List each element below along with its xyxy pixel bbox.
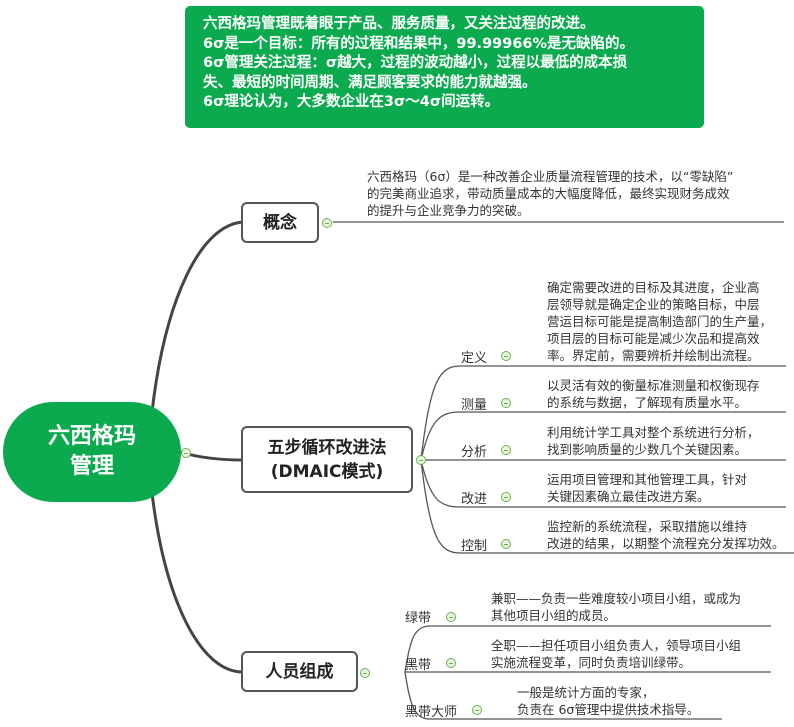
banner-line: 失、最短的时间周期、满足顾客要求的能力就越强。 xyxy=(203,74,537,91)
collapse-minus-icon[interactable] xyxy=(501,398,511,408)
step-control-desc: 监控新的系统流程，采取措施以维持 改进的结果，以期整个流程充分发挥功效。 xyxy=(547,518,785,552)
step-improve-desc: 运用项目管理和其他管理工具，针对 关键因素确立最佳改进方案。 xyxy=(547,471,747,505)
collapse-minus-icon[interactable] xyxy=(501,539,511,549)
role-green-belt-label[interactable]: 绿带 xyxy=(405,611,432,626)
collapse-minus-icon[interactable] xyxy=(501,492,511,502)
step-analyze-desc: 利用统计学工具对整个系统进行分析， 找到影响质量的少数几个关键因素。 xyxy=(547,424,760,458)
collapse-minus-icon[interactable] xyxy=(446,612,456,622)
desc-line: 六西格玛（6σ）是一种改善企业质量流程管理的技术，以“零缺陷” xyxy=(367,169,734,184)
root-title-line1: 六西格玛 xyxy=(47,424,136,449)
desc-line: 负责在 6σ管理中提供技术指导。 xyxy=(517,702,700,717)
branch-dmaic[interactable]: 五步循环改进法 (DMAIC模式) xyxy=(241,426,413,493)
step-measure-desc: 以灵活有效的衡量标准测量和权衡现存 的系统与数据，了解现有质量水平。 xyxy=(547,377,760,411)
desc-line: 一般是统计方面的专家， xyxy=(517,685,655,700)
collapse-minus-icon[interactable] xyxy=(501,351,511,361)
desc-line: 找到影响质量的少数几个关键因素。 xyxy=(547,442,748,457)
step-define-label[interactable]: 定义 xyxy=(461,351,488,366)
desc-line: 率。界定前，需要辨析并绘制出流程。 xyxy=(547,348,760,363)
desc-line: 的系统与数据，了解现有质量水平。 xyxy=(547,395,748,410)
desc-line: 全职——担任项目小组负责人，领导项目小组 xyxy=(491,638,742,653)
desc-line: 的提升与企业竞争力的突破。 xyxy=(367,203,530,218)
desc-line: 实施流程变革，同时负责培训绿带。 xyxy=(491,655,692,670)
role-black-belt-desc: 全职——担任项目小组负责人，领导项目小组 实施流程变革，同时负责培训绿带。 xyxy=(491,637,741,671)
role-master-black-belt-label[interactable]: 黑带大师 xyxy=(405,705,458,720)
desc-line: 关键因素确立最佳改进方案。 xyxy=(547,489,710,504)
collapse-minus-icon[interactable] xyxy=(472,705,482,715)
banner-line: 6σ理论认为，大多数企业在3σ～4σ间运转。 xyxy=(203,94,500,110)
branch-label: 人员组成 xyxy=(265,661,334,682)
desc-line: 确定需要改进的目标及其进度，企业高 xyxy=(547,280,760,295)
banner-line: 6σ是一个目标：所有的过程和结果中，99.99966%是无缺陷的。 xyxy=(203,35,635,52)
role-black-belt-label[interactable]: 黑带 xyxy=(405,658,432,673)
summary-banner: 六西格玛管理既着眼于产品、服务质量，又关注过程的改进。 6σ是一个目标：所有的过… xyxy=(185,6,704,128)
desc-line: 监控新的系统流程，采取措施以维持 xyxy=(547,519,748,534)
branch-concept[interactable]: 概念 xyxy=(241,202,319,243)
desc-line: 层领导就是确定企业的策略目标，中层 xyxy=(547,297,760,312)
branch-label: 概念 xyxy=(263,212,297,233)
branch-label-line2: (DMAIC模式) xyxy=(270,461,384,482)
step-measure-label[interactable]: 测量 xyxy=(461,398,488,413)
desc-line: 利用统计学工具对整个系统进行分析， xyxy=(547,425,760,440)
collapse-minus-icon[interactable] xyxy=(181,448,191,458)
root-node[interactable]: 六西格玛 管理 xyxy=(3,402,181,502)
desc-line: 营运目标可能是提高制造部门的生产量， xyxy=(547,314,773,329)
collapse-minus-icon[interactable] xyxy=(446,658,456,668)
role-green-belt-desc: 兼职——负责一些难度较小项目小组，或成为 其他项目小组的成员。 xyxy=(491,590,741,624)
banner-line: 六西格玛管理既着眼于产品、服务质量，又关注过程的改进。 xyxy=(203,16,595,32)
branch-staff[interactable]: 人员组成 xyxy=(241,651,358,692)
collapse-minus-icon[interactable] xyxy=(360,668,370,678)
desc-line: 项目层的目标可能是减少次品和提高效 xyxy=(547,331,760,346)
banner-line: 6σ管理关注过程：σ越大，过程的波动越小，过程以最低的成本损 xyxy=(203,55,628,71)
branch-label-line1: 五步循环改进法 xyxy=(267,437,387,458)
collapse-minus-icon[interactable] xyxy=(501,445,511,455)
desc-line: 改进的结果，以期整个流程充分发挥功效。 xyxy=(547,536,785,551)
root-title-line2: 管理 xyxy=(69,454,114,479)
step-improve-label[interactable]: 改进 xyxy=(461,492,488,507)
role-master-black-belt-desc: 一般是统计方面的专家， 负责在 6σ管理中提供技术指导。 xyxy=(517,684,699,718)
desc-line: 运用项目管理和其他管理工具，针对 xyxy=(547,472,748,487)
desc-line: 其他项目小组的成员。 xyxy=(491,608,617,623)
desc-line: 兼职——负责一些难度较小项目小组，或成为 xyxy=(491,591,742,606)
step-analyze-label[interactable]: 分析 xyxy=(461,445,488,460)
desc-line: 的完美商业追求，带动质量成本的大幅度降低，最终实现财务成效 xyxy=(367,186,730,201)
step-define-desc: 确定需要改进的目标及其进度，企业高 层领导就是确定企业的策略目标，中层 营运目标… xyxy=(547,279,772,364)
concept-description: 六西格玛（6σ）是一种改善企业质量流程管理的技术，以“零缺陷” 的完美商业追求，… xyxy=(367,168,733,219)
desc-line: 以灵活有效的衡量标准测量和权衡现存 xyxy=(547,378,760,393)
step-control-label[interactable]: 控制 xyxy=(461,539,488,554)
collapse-minus-icon[interactable] xyxy=(416,455,426,465)
collapse-minus-icon[interactable] xyxy=(322,218,332,228)
